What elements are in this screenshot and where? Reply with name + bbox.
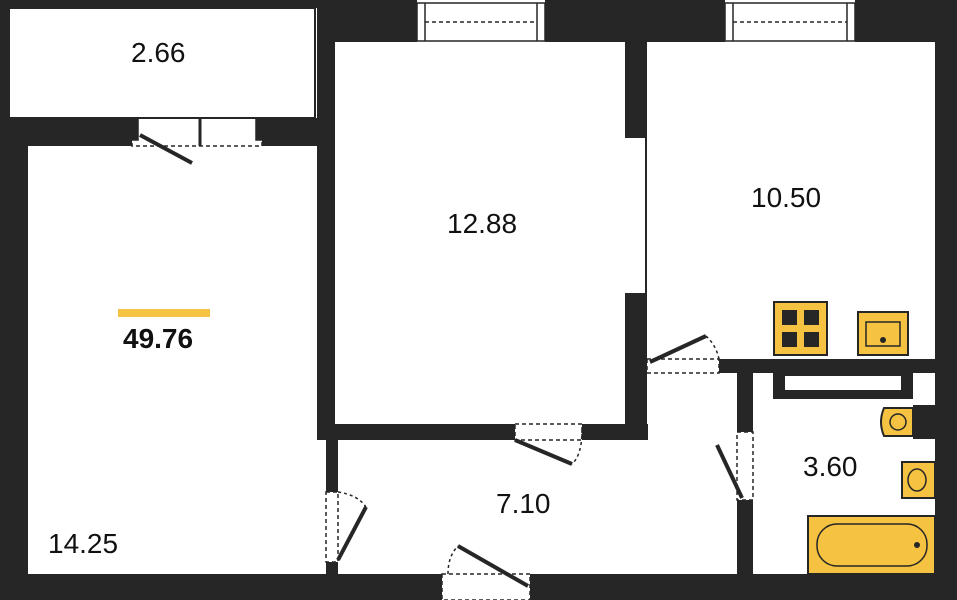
door-kitchen-leaf <box>649 334 707 364</box>
door-entry-leaf <box>457 544 529 588</box>
wall-bedroom-right-a <box>625 42 647 138</box>
wall-hall-left-b <box>326 562 338 600</box>
door-bath-leaf <box>715 444 744 499</box>
wall-top-right <box>855 0 957 42</box>
wall-bedroom-bottom-a <box>317 424 515 440</box>
vent-shaft-inner <box>785 376 901 390</box>
wall-bottom-a <box>0 574 442 600</box>
wall-top-mid-b <box>545 0 725 42</box>
wall-top-balcony <box>0 0 326 8</box>
door-living-leaf <box>336 506 368 561</box>
wall-hall-left-a <box>326 440 338 492</box>
wall-balcony-left <box>0 0 10 118</box>
door-entry-frame <box>441 573 531 600</box>
door-living-frame <box>325 491 339 563</box>
doors <box>131 117 754 600</box>
wall-bath-left-b <box>737 500 753 600</box>
total-area-accent-bar <box>118 309 210 317</box>
wall-left <box>0 118 28 600</box>
room-area-kitchen: 10.50 <box>751 182 821 213</box>
room-area-balcony: 2.66 <box>131 37 186 68</box>
door-bedroom-leaf <box>514 438 573 466</box>
stove-icon <box>773 301 828 356</box>
door-balcony-leaf <box>139 133 193 165</box>
room-area-bathroom: 3.60 <box>803 451 858 482</box>
wall-bath-left-a <box>737 359 753 432</box>
wall-right <box>935 0 957 600</box>
door-kitchen-frame <box>646 358 720 374</box>
wall-top-left-b <box>262 118 317 146</box>
bathroom-sink-icon <box>901 461 936 499</box>
wall-kitchen-left-a <box>645 42 647 362</box>
wall-bedroom-right-b <box>625 293 647 440</box>
door-bath-frame <box>736 431 754 501</box>
bathtub-icon <box>807 515 936 575</box>
room-area-living: 14.25 <box>48 528 118 559</box>
total-area: 49.76 <box>123 323 193 354</box>
room-area-hallway: 7.10 <box>496 488 551 519</box>
kitchen-sink-icon <box>857 311 909 356</box>
door-bedroom-frame <box>514 423 583 441</box>
wall-living-right <box>317 0 335 440</box>
toilet-icon <box>880 405 935 439</box>
window-details <box>424 3 848 41</box>
room-area-bedroom: 12.88 <box>447 208 517 239</box>
